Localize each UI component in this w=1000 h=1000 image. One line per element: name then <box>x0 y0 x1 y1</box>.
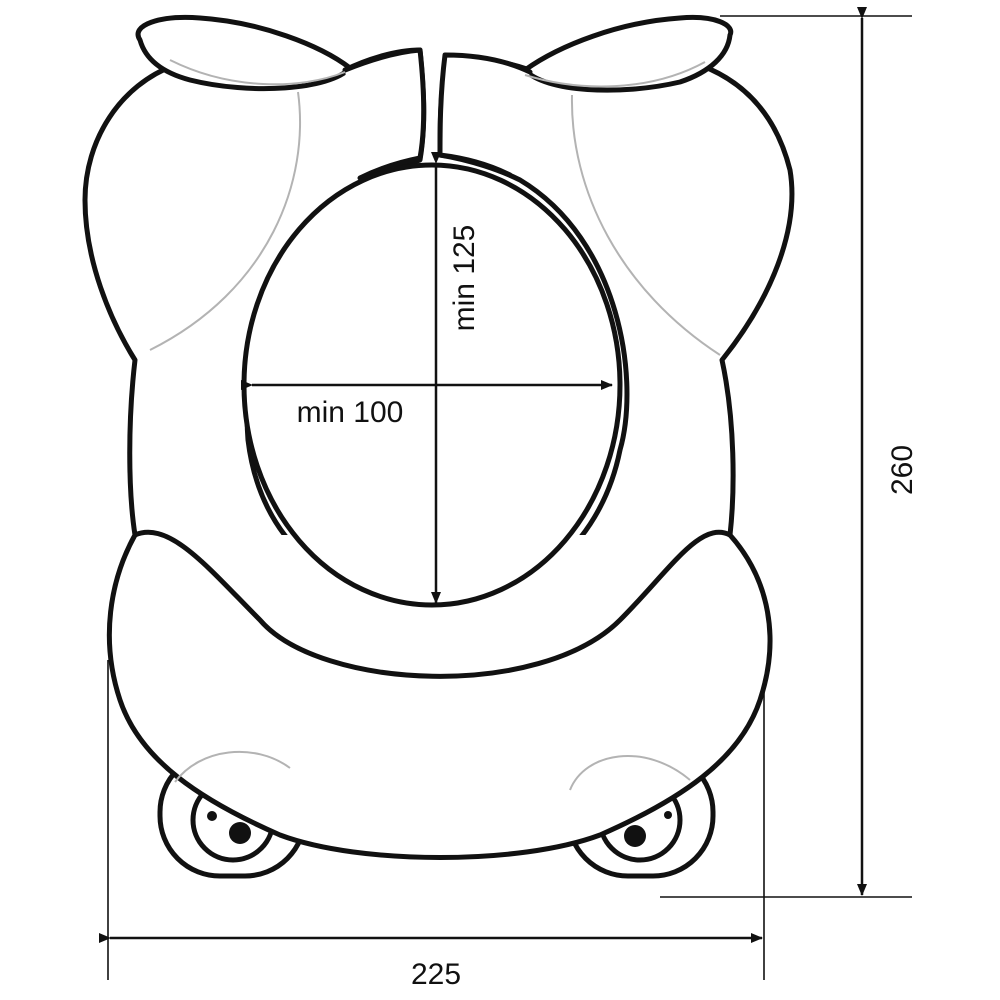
overall-height-label: 260 <box>886 445 919 495</box>
opening-height-label: min 125 <box>448 225 481 332</box>
left-tab <box>342 47 427 181</box>
wheel-well-detail <box>174 750 691 791</box>
right-handle-detail <box>524 61 721 356</box>
overall-width-label: 225 <box>411 958 461 991</box>
opening-width-label: min 100 <box>297 396 404 429</box>
left-handle-detail <box>149 59 346 351</box>
right-tab <box>437 52 533 178</box>
